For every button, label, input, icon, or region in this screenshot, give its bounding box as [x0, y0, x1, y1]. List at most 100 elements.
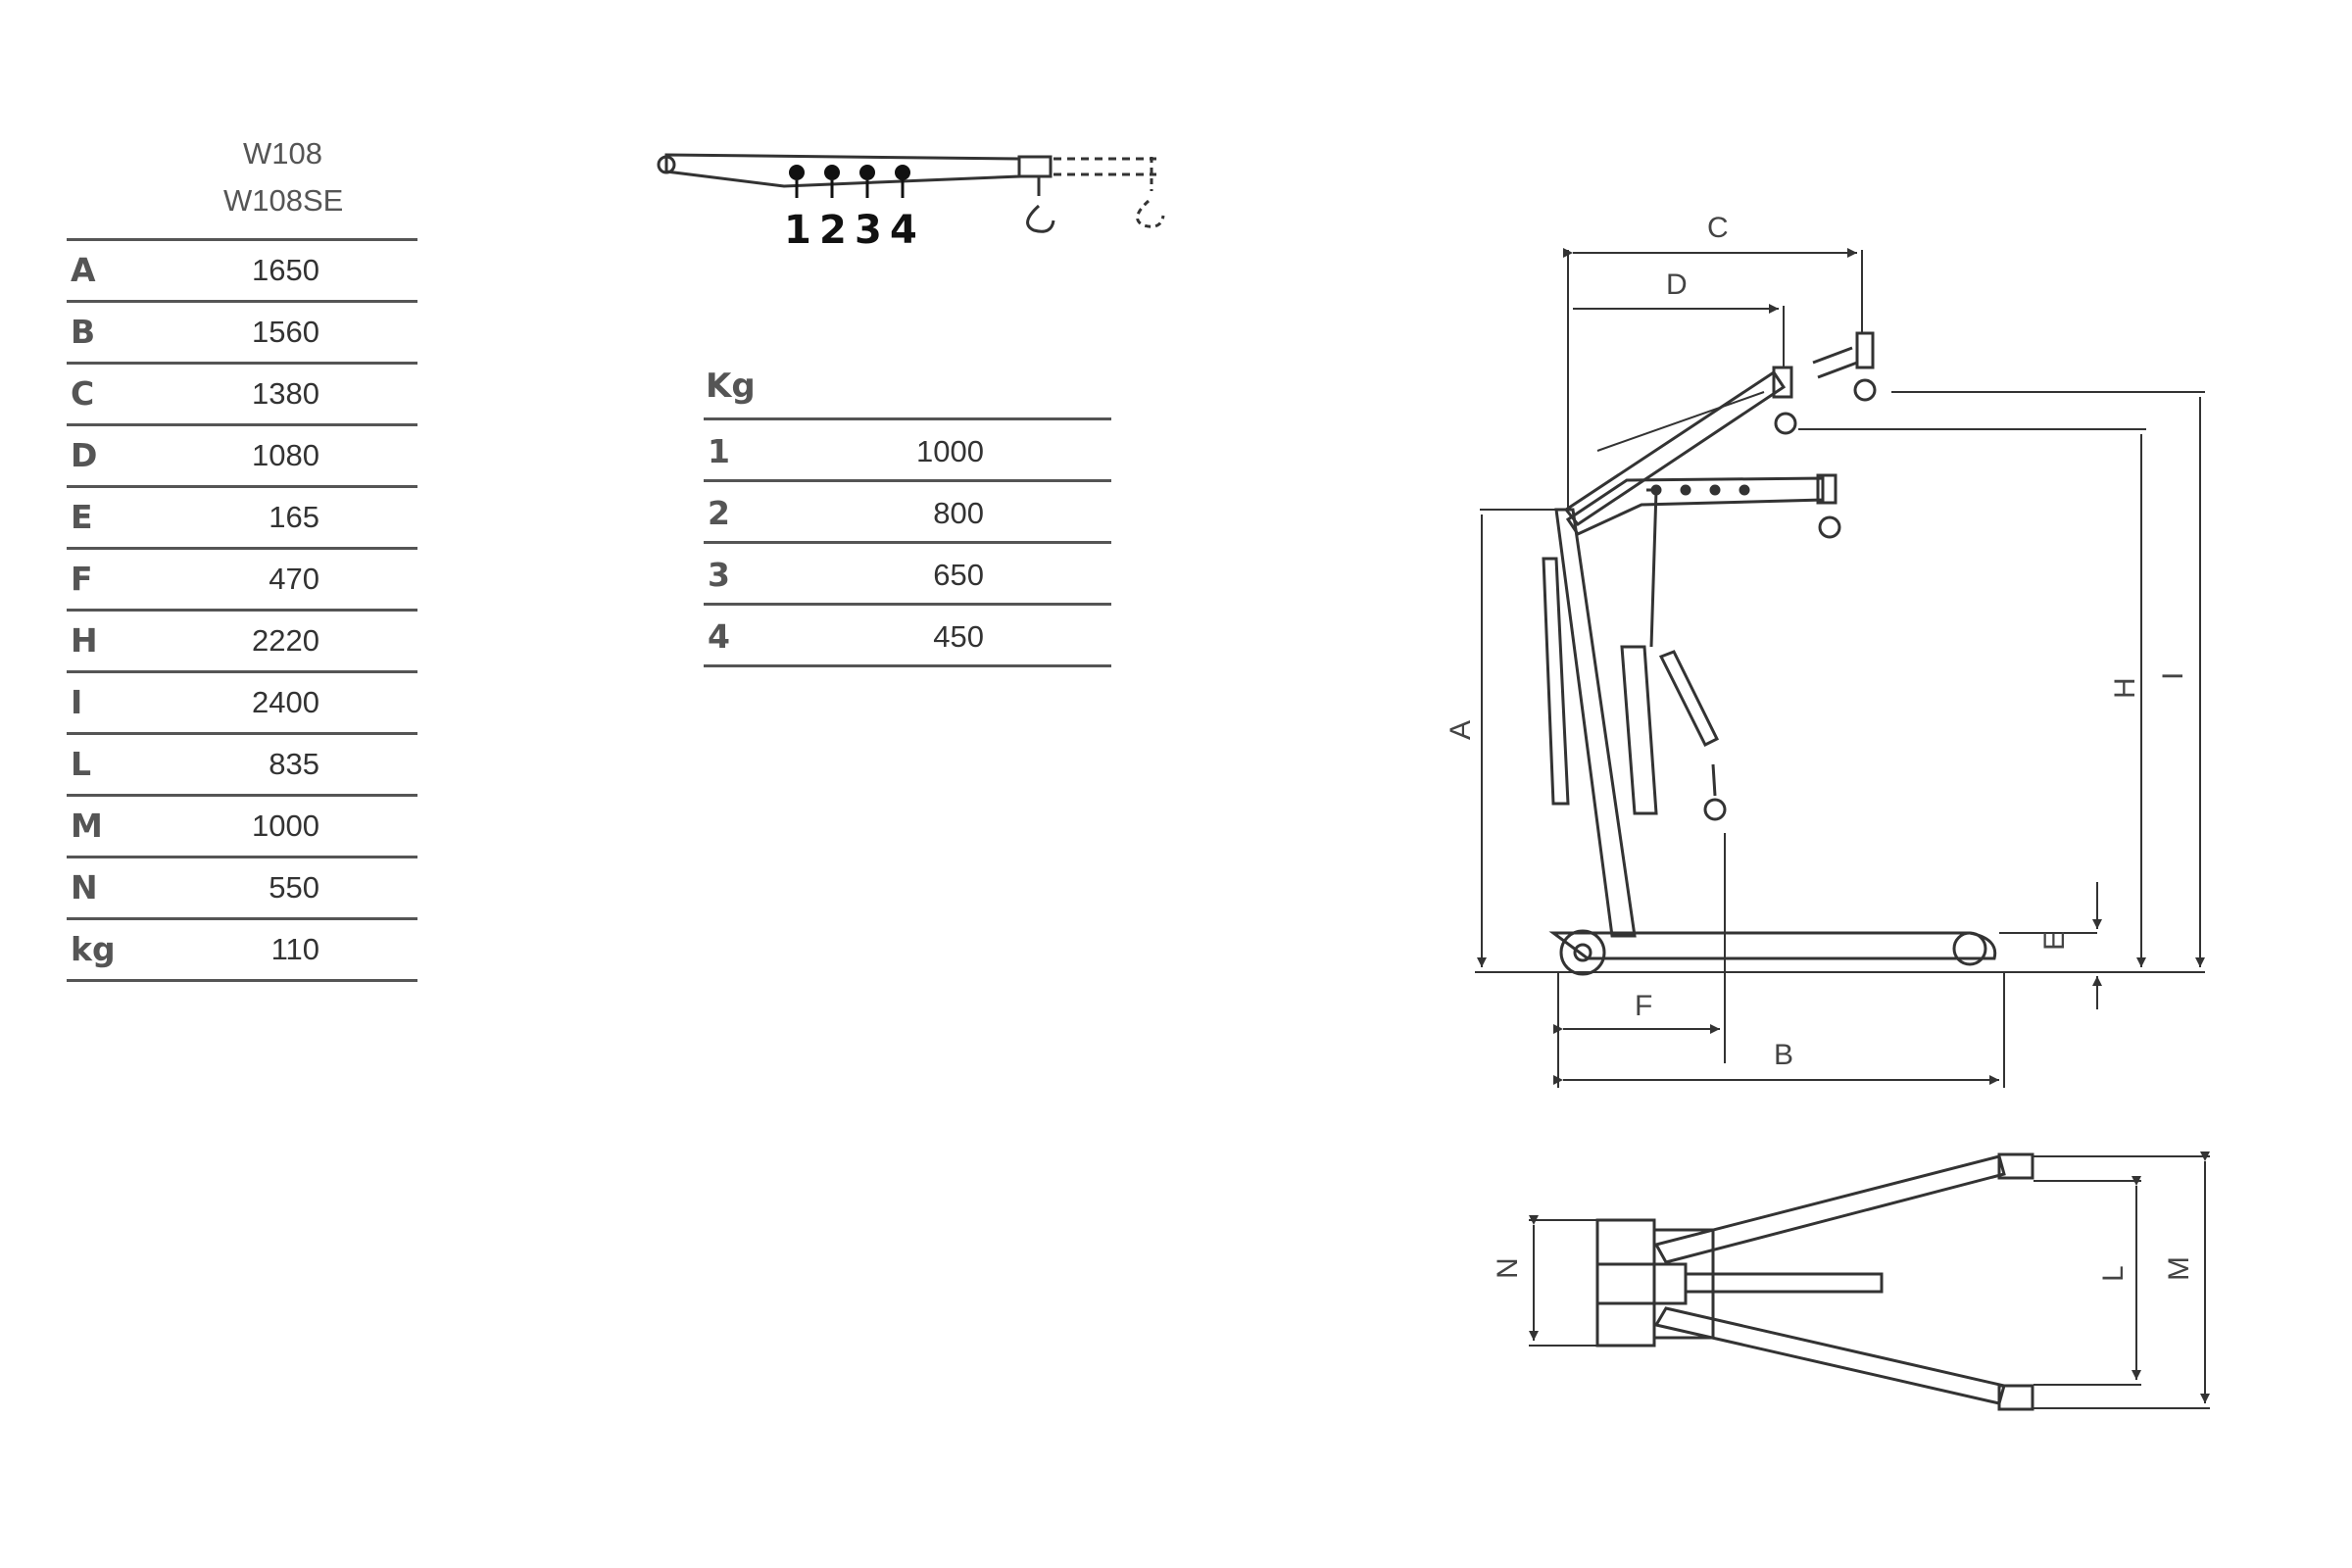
top-wheel [1997, 1384, 2034, 1411]
dimension-value: 835 [269, 747, 319, 781]
top-leg-lower [1653, 1306, 2006, 1405]
table-row: E 165 [67, 488, 417, 550]
dimension-value: 110 [270, 932, 319, 966]
table-row: kg 110 [67, 920, 417, 982]
load-value: 450 [933, 619, 984, 654]
mast-back [1542, 557, 1570, 806]
dimension-value: 2220 [252, 623, 319, 658]
boom-position: 1 [708, 432, 730, 470]
position-dot [895, 165, 910, 180]
load-unit: Kg [706, 367, 756, 406]
dimension-key: L [71, 745, 92, 783]
boom-lower [1565, 476, 1825, 536]
dimension-value: 1560 [252, 315, 319, 349]
boom-extended-outline [1054, 157, 1156, 176]
top-boom [1684, 1272, 1884, 1294]
boom-position: 2 [708, 494, 730, 532]
table-row: 3 650 [704, 544, 1111, 606]
load-table-header: Kg [704, 363, 1111, 420]
boom-position: 4 [708, 617, 730, 656]
dimension-value: 1380 [252, 376, 319, 411]
dimension-key: F [71, 560, 93, 598]
table-row: L 835 [67, 735, 417, 797]
dimension-value: 550 [269, 870, 319, 905]
dimension-label-c: C [1707, 212, 1729, 244]
table-row: N 550 [67, 858, 417, 920]
table-row: 1 1000 [704, 420, 1111, 482]
top-leg-upper [1653, 1154, 2006, 1264]
dimension-label-m: M [2163, 1256, 2195, 1281]
dimension-key: kg [71, 930, 116, 968]
position-label: 2 [819, 208, 847, 253]
table-row: 2 800 [704, 482, 1111, 544]
dimension-key: H [71, 621, 98, 660]
dimension-label-l: L [2097, 1265, 2130, 1282]
position-dot [859, 165, 875, 180]
dimension-key: A [71, 251, 96, 289]
dimension-key: I [71, 683, 83, 721]
boom-pivot [657, 155, 676, 174]
model-name: W108SE [223, 183, 344, 218]
load-value: 650 [933, 558, 984, 592]
side-view-dimensions [1477, 248, 2205, 1088]
dimension-key: M [71, 807, 103, 845]
dimension-label-h: H [2109, 677, 2141, 699]
dimension-value: 470 [269, 562, 319, 596]
mast [1554, 508, 1637, 938]
boom-extension-end [1017, 155, 1053, 178]
load-value: 1000 [916, 434, 984, 468]
dimension-label-i: I [2157, 672, 2189, 680]
table-row: M 1000 [67, 797, 417, 858]
hook-icon [1818, 515, 1841, 539]
rear-wheel [1559, 929, 1606, 976]
model-name: W108 [243, 136, 322, 171]
top-view-dimension-labels: N L M [1492, 1256, 2195, 1282]
side-view-dimension-labels: C D A H I E F B [1445, 212, 2189, 1071]
boom-arm [664, 153, 1021, 188]
boom-raised [1563, 369, 1787, 527]
boom-position-markers: 1 2 3 4 [784, 165, 917, 253]
top-wheel [1997, 1152, 2034, 1180]
dimensions-table-header: W108 W108SE [67, 132, 417, 241]
load-capacity-table: Kg 1 1000 2 800 3 650 4 450 [704, 363, 1111, 667]
dimension-value: 1000 [252, 808, 319, 843]
dimension-label-a: A [1445, 720, 1477, 740]
position-label: 4 [890, 208, 917, 253]
front-wheel [1952, 931, 1987, 966]
dimension-label-e: E [2038, 931, 2071, 951]
hook-icon [1853, 378, 1877, 402]
hook-icon [1703, 798, 1727, 821]
table-row: C 1380 [67, 365, 417, 426]
dimension-key: B [71, 313, 96, 351]
hook-icon [1774, 412, 1797, 435]
hook-extended-icon [1136, 157, 1165, 228]
dimension-label-b: B [1774, 1039, 1793, 1071]
dimension-key: C [71, 374, 95, 413]
top-base-plate [1595, 1218, 1656, 1348]
crane-side-view [1475, 331, 2205, 976]
boom-position: 3 [708, 556, 730, 594]
position-label: 1 [784, 208, 811, 253]
position-label: 3 [855, 208, 882, 253]
hook-icon [1026, 176, 1055, 233]
table-row: B 1560 [67, 303, 417, 365]
dimension-key: D [71, 436, 98, 474]
table-row: 4 450 [704, 606, 1111, 667]
dimension-key: E [71, 498, 93, 536]
top-view-dimensions [1529, 1152, 2210, 1409]
crane-top-view [1595, 1152, 2034, 1411]
table-row: H 2220 [67, 612, 417, 673]
dimension-label-d: D [1666, 269, 1688, 301]
position-dot [824, 165, 840, 180]
cylinder-rod [1646, 488, 1658, 648]
dimension-key: N [71, 868, 98, 906]
load-value: 800 [933, 496, 984, 530]
table-row: F 470 [67, 550, 417, 612]
dimension-value: 165 [269, 500, 319, 534]
dimension-label-f: F [1635, 990, 1652, 1022]
